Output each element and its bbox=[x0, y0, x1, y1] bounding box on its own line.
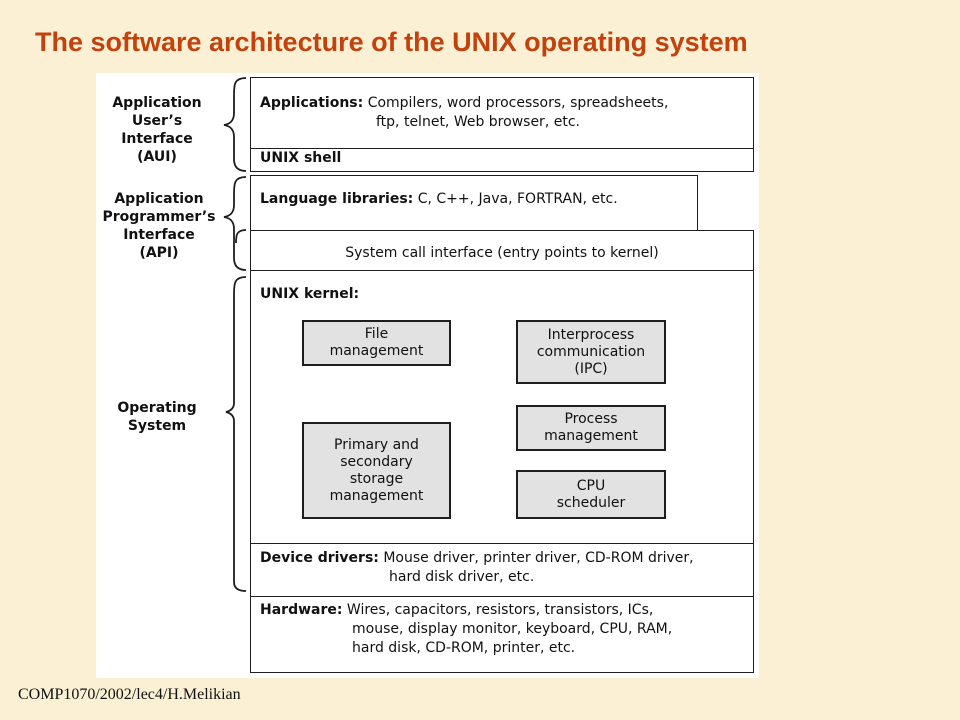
system-call-interface-text: System call interface (entry points to k… bbox=[345, 245, 659, 261]
aui-label: Application User’s Interface (AUI) bbox=[112, 95, 202, 165]
api-label: Application Programmer’s Interface (API) bbox=[102, 191, 216, 261]
hardware-text: Hardware: Wires, capacitors, resistors, … bbox=[260, 601, 653, 620]
hardware-text-3: hard disk, CD-ROM, printer, etc. bbox=[352, 640, 576, 656]
hardware-layer bbox=[250, 596, 754, 673]
os-label: Operating System bbox=[117, 400, 197, 434]
api-brace bbox=[223, 176, 247, 271]
unix-kernel-layer bbox=[250, 270, 754, 544]
unix-kernel-label: UNIX kernel: bbox=[260, 286, 360, 302]
os-brace bbox=[225, 276, 247, 592]
device-drivers-list: Mouse driver, printer driver, CD-ROM dri… bbox=[383, 550, 694, 566]
cpu-scheduler-module: CPU scheduler bbox=[516, 470, 666, 519]
api-os-overlap-brace bbox=[235, 229, 247, 244]
unix-shell-layer bbox=[250, 148, 754, 172]
system-call-interface-layer bbox=[250, 230, 754, 271]
slide-title: The software architecture of the UNIX op… bbox=[35, 27, 748, 57]
hardware-list: Wires, capacitors, resistors, transistor… bbox=[346, 602, 654, 618]
footer-credit: COMP1070/2002/lec4/H.Melikian bbox=[18, 686, 241, 703]
hardware-text-2: mouse, display monitor, keyboard, CPU, R… bbox=[352, 621, 673, 637]
diagram-panel: Application User’s Interface (AUI) Appli… bbox=[96, 73, 759, 678]
brace-group bbox=[223, 77, 247, 592]
applications-label: Applications: bbox=[260, 95, 364, 111]
applications-layer bbox=[250, 77, 754, 149]
ipc-module: Interprocess communication (IPC) bbox=[516, 320, 666, 384]
hardware-label: Hardware: bbox=[260, 602, 343, 618]
language-libraries-list: C, C++, Java, FORTRAN, etc. bbox=[417, 191, 618, 207]
unix-shell-label: UNIX shell bbox=[260, 150, 342, 166]
device-drivers-text: Device drivers: Mouse driver, printer dr… bbox=[260, 549, 694, 568]
aui-brace bbox=[223, 77, 247, 172]
applications-list: Compilers, word processors, spreadsheets… bbox=[367, 95, 669, 111]
device-drivers-label: Device drivers: bbox=[260, 550, 379, 566]
storage-management-module: Primary and secondary storage management bbox=[302, 422, 451, 519]
applications-text-2: ftp, telnet, Web browser, etc. bbox=[376, 114, 580, 130]
language-libraries-text: Language libraries: C, C++, Java, FORTRA… bbox=[260, 190, 618, 209]
language-libraries-label: Language libraries: bbox=[260, 191, 414, 207]
applications-text: Applications: Compilers, word processors… bbox=[260, 94, 668, 113]
process-management-module: Process management bbox=[516, 405, 666, 451]
device-drivers-text-2: hard disk driver, etc. bbox=[389, 569, 535, 585]
file-management-module: File management bbox=[302, 320, 451, 366]
